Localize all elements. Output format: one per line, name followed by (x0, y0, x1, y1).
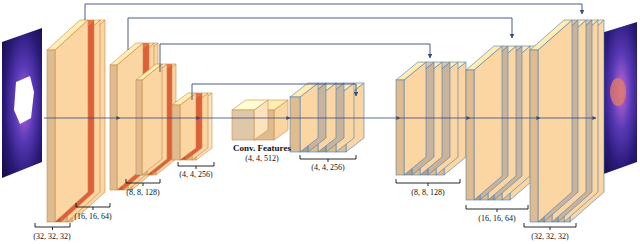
skip-connections (85, 4, 582, 100)
feature-slab (232, 100, 268, 140)
brackets (35, 155, 576, 230)
tensor-shape: (32, 32, 32) (531, 232, 568, 242)
feature-slab (136, 64, 162, 175)
feature-slab (538, 20, 578, 222)
flow-arrow (44, 118, 120, 119)
tensor-shape: (16, 16, 64) (478, 214, 515, 224)
input-image (2, 28, 42, 178)
skip-arrow (160, 44, 430, 72)
size-bracket (466, 205, 528, 212)
flow-arrow (120, 118, 200, 119)
tensor-shape: (8, 8, 128) (126, 188, 159, 198)
feature-slab (474, 46, 508, 200)
feature-slab (47, 20, 88, 222)
tensor-shape: (16, 16, 64) (74, 212, 111, 222)
feature-slab (530, 20, 572, 222)
tensor-shape: (4, 4, 256) (179, 170, 212, 180)
tensor-shape: (4, 4, 512) (245, 154, 278, 164)
feature-slab (55, 20, 94, 222)
flow-arrow (290, 118, 400, 119)
size-bracket (126, 179, 160, 186)
skip-arrow (192, 84, 356, 100)
flow-arrow (200, 118, 290, 119)
tensor-shape: (8, 8, 128) (411, 188, 444, 198)
feature-slab (172, 93, 196, 160)
size-bracket (300, 155, 356, 162)
flow-arrow (470, 118, 540, 119)
feature-slab (404, 62, 434, 175)
flow-arrow (400, 118, 470, 119)
size-bracket (396, 179, 460, 186)
tensor-shape: (32, 32, 32) (33, 232, 70, 242)
tensor-shape: (4, 4, 256) (311, 163, 344, 173)
feature-slab (142, 64, 167, 175)
feature-slab (396, 62, 426, 175)
output-blob (610, 78, 626, 106)
flow-arrow (540, 118, 596, 119)
size-bracket (76, 203, 110, 210)
feature-slab (466, 46, 502, 200)
data-flow (44, 118, 596, 119)
feature-slab (110, 43, 143, 190)
skip-arrow (128, 18, 512, 50)
layer-blocks (47, 20, 604, 222)
masked-hole (14, 76, 34, 124)
size-bracket (524, 223, 576, 230)
feature-slab (180, 93, 202, 160)
size-bracket (35, 223, 70, 230)
feature-slab (290, 83, 318, 152)
size-bracket (178, 162, 214, 169)
layer-name: Conv. Features (233, 143, 291, 153)
